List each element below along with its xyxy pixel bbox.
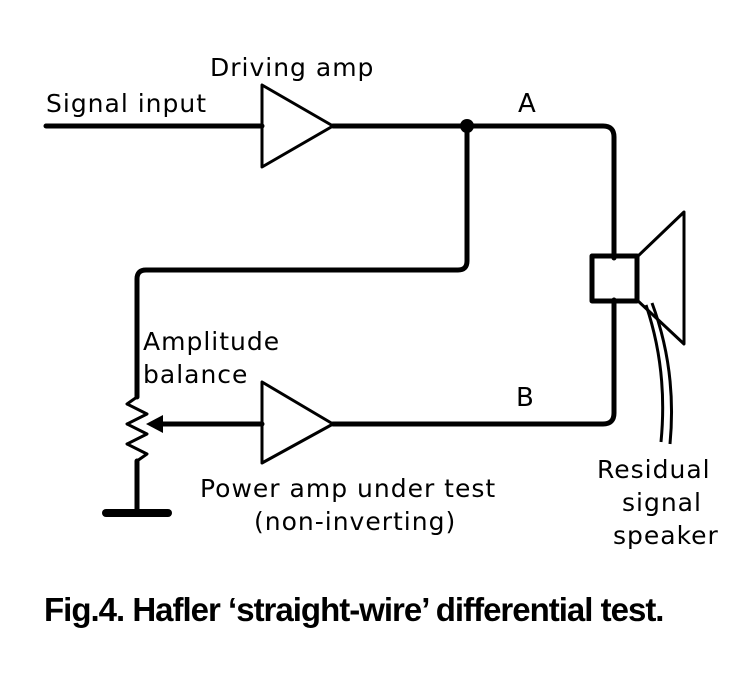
wire-a [330,123,617,261]
wire-b [330,297,617,427]
potentiometer-symbol [125,395,149,463]
node-a-label: A [518,89,536,119]
speaker-leader-line [644,304,665,443]
feed-wire [134,123,470,400]
power-amp-symbol [260,380,335,465]
driving-amp-symbol [260,83,335,169]
node-b-label: B [516,383,534,413]
residual-label-3: speaker [613,521,719,550]
amplitude-balance-label-1: Amplitude [143,327,280,356]
wiper-arrowhead [146,415,163,433]
figure-caption: Fig.4. Hafler ‘straight-wire’ differenti… [44,591,663,628]
power-amp-label-2: (non-inverting) [254,507,456,536]
speaker-magnet-icon [589,253,640,304]
power-amp-label-1: Power amp under test [200,474,496,503]
amplitude-balance-label-2: balance [143,360,248,389]
speaker-leader-line-2 [650,302,674,445]
speaker-cone-icon [635,210,686,346]
driving-amp-label: Driving amp [210,53,374,82]
residual-label-2: signal [622,488,702,517]
residual-label-1: Residual [597,455,711,484]
signal-input-label: Signal input [46,89,207,118]
